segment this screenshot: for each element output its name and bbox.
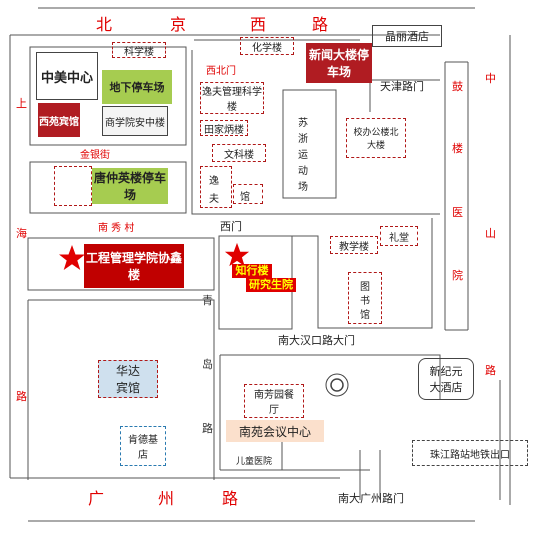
zhongshan-road-char-3: 路 <box>485 364 496 377</box>
gulou-char-3: 医 <box>452 206 463 219</box>
jingli-hotel[interactable]: 晶丽酒店 <box>372 25 442 47</box>
qingdao-char-2: 岛 <box>202 358 213 371</box>
qingdao-char-3: 路 <box>202 422 213 435</box>
roundabout-icon <box>325 373 349 397</box>
library[interactable] <box>348 272 382 324</box>
south-road-char-2: 州 <box>158 489 175 508</box>
tianjin-road-gate[interactable]: 天津路门 <box>380 80 424 93</box>
library-char-3: 馆 <box>360 310 370 321</box>
kendeji[interactable]: 肯德基店 <box>120 426 166 466</box>
jinyin-street: 金银街 <box>80 150 110 161</box>
south-road-char-1: 广 <box>88 489 105 508</box>
gulou-char-2: 楼 <box>452 142 463 155</box>
zhongshan-road-char-2: 山 <box>485 227 496 240</box>
north-road-char-1: 北 <box>96 15 113 34</box>
xiyuan-hotel[interactable]: 西苑宾馆 <box>38 103 80 137</box>
gulou-char-1: 鼓 <box>452 80 463 93</box>
west-road-char-3: 路 <box>16 390 27 403</box>
engineering-management-school[interactable]: 工程管理学院协鑫楼 <box>84 244 184 288</box>
qingdao-char-1: 青 <box>202 294 213 307</box>
huada-hotel[interactable]: 华达宾馆 <box>98 360 158 398</box>
yifu-hall-char-1: 逸 <box>209 176 219 187</box>
nanxiu-village: 南 秀 村 <box>98 223 135 234</box>
nandaguangzhou-gate[interactable]: 南大广州路门 <box>338 492 404 505</box>
gulou-char-4: 院 <box>452 269 463 282</box>
suzhe-char-4: 动 <box>298 166 308 177</box>
science-building[interactable]: 科学楼 <box>112 42 166 58</box>
yifu-hall-char-3: 馆 <box>240 192 250 203</box>
nanfangyuan-restaurant[interactable]: 南芳园餐厅 <box>244 384 304 418</box>
business-school[interactable]: 商学院安中楼 <box>102 106 168 136</box>
yifu-hall-box[interactable] <box>200 166 232 208</box>
zhujiang-metro-exit[interactable]: 珠江路站地铁出口 <box>412 440 528 466</box>
graduate-school[interactable]: 研究生院 <box>246 278 296 292</box>
underground-parking[interactable]: 地下停车场 <box>102 70 172 104</box>
library-char-1: 图 <box>360 282 370 293</box>
south-road-char-3: 路 <box>222 489 239 508</box>
library-char-2: 书 <box>360 296 370 307</box>
tianjiabing-building[interactable]: 田家炳楼 <box>200 120 248 136</box>
yifu-hall-annex <box>233 184 263 204</box>
north-road-char-3: 西 <box>250 15 267 34</box>
auditorium[interactable]: 礼堂 <box>380 226 418 246</box>
northwest-gate[interactable]: 西北门 <box>206 66 236 77</box>
news-building-parking[interactable]: 新闻大楼停车场 <box>306 43 372 83</box>
west-road-char-1: 上 <box>16 97 27 110</box>
nandahankou-gate[interactable]: 南大汉口路大门 <box>278 334 355 347</box>
children-hospital: 儿童医院 <box>236 457 273 467</box>
xinjiyuan-hotel[interactable]: 新纪元大酒店 <box>418 358 474 400</box>
suzhe-char-1: 苏 <box>298 118 308 129</box>
star-icon <box>224 242 250 267</box>
star-icon <box>59 245 85 270</box>
chemistry-building[interactable]: 化学楼 <box>240 37 294 55</box>
zhongmei-center[interactable]: 中美中心 <box>36 52 98 100</box>
suzhe-char-2: 浙 <box>298 134 308 145</box>
teaching-building[interactable]: 教学楼 <box>330 236 378 254</box>
suzhe-char-3: 运 <box>298 150 308 161</box>
wenke-building[interactable]: 文科楼 <box>212 144 266 162</box>
west-gate[interactable]: 西门 <box>220 220 242 233</box>
tangzhongying-outline <box>54 166 92 206</box>
north-road-char-2: 京 <box>170 15 187 34</box>
zhixing-building[interactable]: 知行楼 <box>232 264 272 278</box>
yifu-management-building[interactable]: 逸夫管理科学楼 <box>200 82 264 114</box>
west-road-char-2: 海 <box>16 227 27 240</box>
admin-building[interactable]: 校办公楼北大楼 <box>346 118 406 158</box>
tangzhongying-parking[interactable]: 唐仲英楼停车场 <box>92 168 168 204</box>
nanyuan-conference-center[interactable]: 南苑会议中心 <box>226 420 324 442</box>
suzhe-char-5: 场 <box>298 182 308 193</box>
yifu-hall-char-2: 夫 <box>209 194 219 205</box>
zhongshan-road-char-1: 中 <box>485 72 496 85</box>
north-road-char-4: 路 <box>312 15 329 34</box>
